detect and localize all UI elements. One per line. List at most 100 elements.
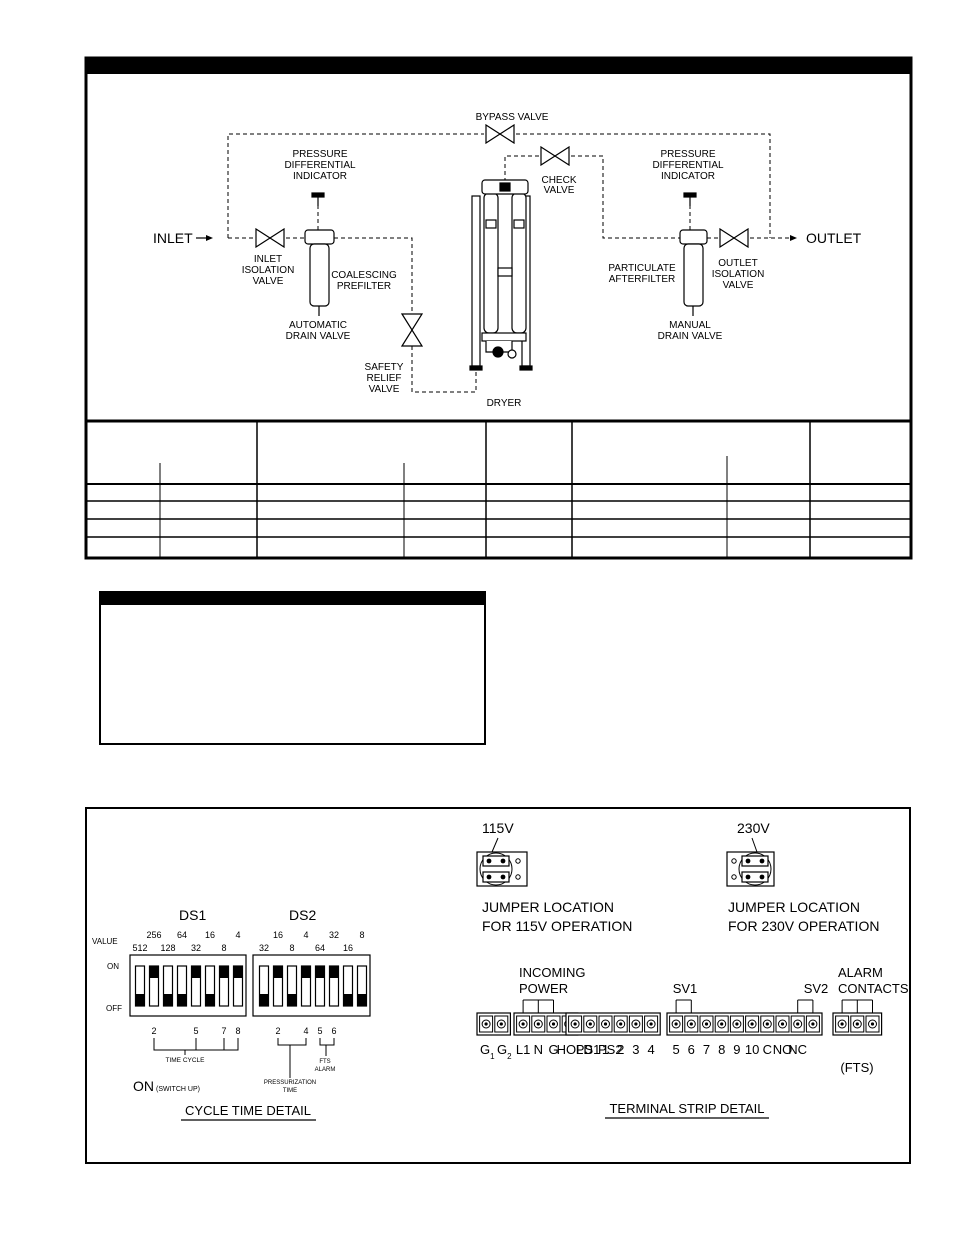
terminal-screw[interactable]	[598, 1015, 613, 1033]
voltage-115-label: 115V	[482, 820, 514, 836]
ds1-switch-8[interactable]	[232, 965, 244, 1007]
outlet-arrow-icon	[790, 235, 797, 241]
inlet-arrow-icon	[206, 235, 213, 241]
terminal-screw[interactable]	[583, 1015, 598, 1033]
jumper-230-line2: FOR 230V OPERATION	[728, 918, 879, 934]
bypass-valve-icon	[485, 124, 515, 144]
ds2-switch-5[interactable]	[314, 965, 326, 1007]
terminal-screw[interactable]	[546, 1015, 561, 1033]
panel-header-bar	[86, 58, 911, 74]
terminal-label: L1	[516, 1042, 530, 1057]
terminal-screw[interactable]	[729, 1015, 744, 1033]
terminal-screw[interactable]	[479, 1015, 494, 1033]
ds2-on-marker: 6	[331, 1026, 336, 1036]
terminal-label: 5	[672, 1042, 679, 1057]
pdi-right-line2: DIFFERENTIAL	[652, 160, 724, 171]
terminal-screw[interactable]	[805, 1015, 820, 1033]
cycle-time-detail-title: CYCLE TIME DETAIL	[185, 1103, 311, 1118]
ds2-value-label: 8	[289, 943, 294, 953]
ds1-switch-4[interactable]	[176, 965, 188, 1007]
terminal-screw[interactable]	[790, 1015, 805, 1033]
terminal-label: HOLD	[557, 1042, 593, 1057]
coalescing-line2: PREFILTER	[337, 281, 391, 292]
terminal-screw[interactable]	[628, 1015, 643, 1033]
ds1-value-label: 256	[146, 930, 161, 940]
terminal-label: 8	[718, 1042, 725, 1057]
pressurization-line1: PRESSURIZATION	[264, 1080, 316, 1086]
terminal-label: 1	[602, 1042, 609, 1057]
jumper-115v: 115V JUMPER LOCATION FOR 115V OPERATION	[476, 820, 632, 934]
on-switch-up-label: ON(SWITCH UP)	[133, 1078, 200, 1094]
ds1-switch-3[interactable]	[162, 965, 174, 1007]
ds1-label: DS1	[179, 907, 206, 923]
terminal-label: PS1	[576, 1042, 601, 1057]
terminal-screw[interactable]	[850, 1015, 865, 1033]
particulate-line1: PARTICULATE	[608, 263, 676, 274]
on-label: ON	[107, 962, 119, 971]
jumper-230-line1: JUMPER LOCATION	[728, 899, 860, 915]
manual-drain-line1: MANUAL	[669, 320, 711, 331]
terminal-label: NO	[773, 1042, 793, 1057]
terminal-screw[interactable]	[613, 1015, 628, 1033]
ds2-label: DS2	[289, 907, 316, 923]
ds2-on-marker: 2	[275, 1026, 280, 1036]
time-cycle-label: TIME CYCLE	[165, 1057, 205, 1064]
ds1-value-label: 4	[235, 930, 240, 940]
alarm-contacts-line1: ALARM	[838, 965, 883, 980]
terminal-strip-detail: INCOMING POWER SV1 SV2 ALARM CONTACTS G1…	[476, 965, 909, 1119]
terminal-screw[interactable]	[644, 1015, 659, 1033]
terminal-screw[interactable]	[684, 1015, 699, 1033]
ds1-value-label: 8	[221, 943, 226, 953]
pdi-right-line3: INDICATOR	[661, 171, 715, 182]
ds1-switch-7[interactable]	[218, 965, 230, 1007]
ds2-switch-2[interactable]	[272, 965, 284, 1007]
ds1-value-label: 16	[205, 930, 215, 940]
ds2-value-label: 32	[329, 930, 339, 940]
ds2-value-label: 4	[303, 930, 308, 940]
terminal-screw[interactable]	[865, 1015, 880, 1033]
sv2-label: SV2	[804, 981, 829, 996]
ds2-switch-4[interactable]	[300, 965, 312, 1007]
terminal-screw[interactable]	[760, 1015, 775, 1033]
ds1-switch-1[interactable]	[134, 965, 146, 1007]
ds2-on-marker: 5	[317, 1026, 322, 1036]
ds2-switch-6[interactable]	[328, 965, 340, 1007]
terminal-label: PS2	[598, 1042, 623, 1057]
terminal-screw[interactable]	[568, 1015, 583, 1033]
ds2-value-label: 16	[343, 943, 353, 953]
incoming-power-line2: POWER	[519, 981, 568, 996]
voltage-230-label: 230V	[737, 820, 770, 836]
ds1-switch-2[interactable]	[148, 965, 160, 1007]
jumper-115-line1: JUMPER LOCATION	[482, 899, 614, 915]
terminal-screw[interactable]	[516, 1015, 531, 1033]
bypass-valve-label: BYPASS VALVE	[476, 112, 549, 123]
terminal-screw[interactable]	[494, 1015, 509, 1033]
spec-table-grid	[86, 421, 911, 558]
ds2-switch-8[interactable]	[356, 965, 368, 1007]
ds1-switch-5[interactable]	[190, 965, 202, 1007]
terminal-screw[interactable]	[714, 1015, 729, 1033]
terminal-screw[interactable]	[775, 1015, 790, 1033]
terminal-label: 6	[688, 1042, 695, 1057]
ds2-switch-7[interactable]	[342, 965, 354, 1007]
terminal-label: 7	[703, 1042, 710, 1057]
fts-alarm-line1: FTS	[319, 1059, 330, 1065]
terminal-screw[interactable]	[835, 1015, 850, 1033]
terminal-screw[interactable]	[745, 1015, 760, 1033]
pressurization-line2: TIME	[283, 1088, 297, 1094]
ds2-value-label: 64	[315, 943, 325, 953]
ds2-switch-3[interactable]	[286, 965, 298, 1007]
ds2-switch-1[interactable]	[258, 965, 270, 1007]
outlet-isolation-line2: ISOLATION	[712, 269, 765, 280]
ds2-on-marker: 4	[303, 1026, 308, 1036]
value-label: VALUE	[92, 937, 118, 946]
terminal-screw[interactable]	[699, 1015, 714, 1033]
terminal-screw[interactable]	[669, 1015, 684, 1033]
particulate-afterfilter-icon	[679, 192, 708, 316]
ds1-on-marker: 2	[151, 1026, 156, 1036]
pdi-right-line1: PRESSURE	[660, 149, 715, 160]
inlet-isolation-line1: INLET	[254, 254, 282, 265]
terminal-screw[interactable]	[531, 1015, 546, 1033]
ds1-switch-6[interactable]	[204, 965, 216, 1007]
